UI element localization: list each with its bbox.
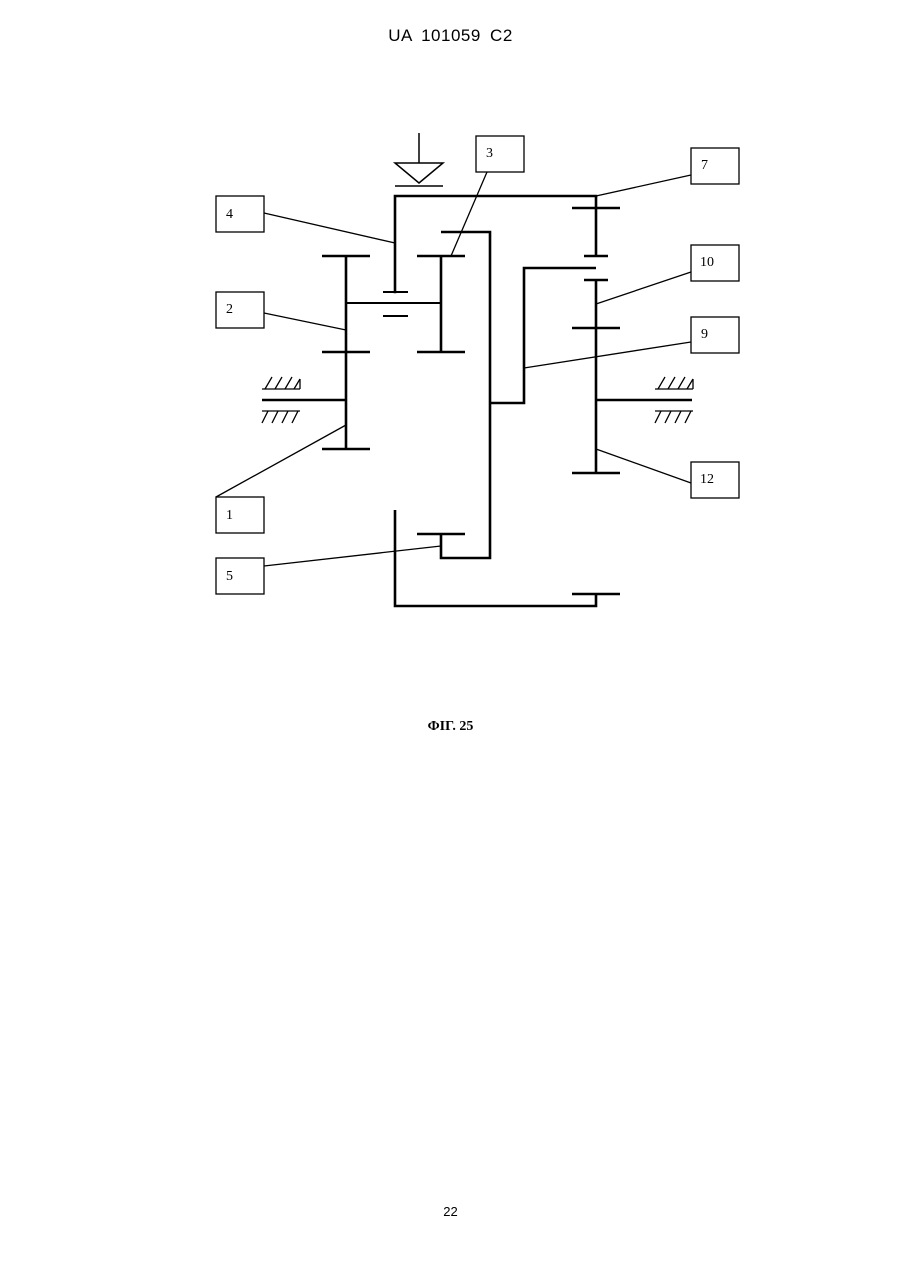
- leader-12: [596, 449, 691, 483]
- label-box-7: [691, 148, 739, 184]
- page-number: 22: [0, 1204, 901, 1219]
- label-4: 4: [226, 207, 233, 222]
- leader-3: [451, 172, 487, 256]
- label-9: 9: [701, 327, 708, 342]
- label-box-4: [216, 196, 264, 232]
- label-box-3: [476, 136, 524, 172]
- leader-10: [596, 272, 691, 304]
- gear-kinematic-diagram: 4 2 1 5 3 7 10 9 12: [0, 0, 901, 700]
- leader-5: [264, 546, 441, 566]
- label-12: 12: [700, 472, 714, 487]
- planet-shaft: [346, 292, 441, 316]
- label-box-9: [691, 317, 739, 353]
- input-arrow-icon: [395, 133, 443, 186]
- leader-7: [596, 175, 691, 196]
- label-box-1: [216, 497, 264, 533]
- label-box-5: [216, 558, 264, 594]
- leader-2: [264, 313, 346, 330]
- leader-9: [524, 342, 691, 368]
- label-2: 2: [226, 302, 233, 317]
- ring-member: [417, 232, 596, 558]
- carrier-5: [395, 510, 620, 606]
- leader-4: [264, 213, 395, 243]
- gear-2: [322, 256, 370, 449]
- label-box-2: [216, 292, 264, 328]
- label-10: 10: [700, 255, 714, 270]
- label-box-10: [691, 245, 739, 281]
- label-7: 7: [701, 158, 708, 173]
- label-5: 5: [226, 569, 233, 584]
- leader-1: [216, 425, 346, 497]
- carrier-4: [395, 196, 596, 292]
- label-box-12: [691, 462, 739, 498]
- gear-10-12: [572, 280, 620, 473]
- figure-caption: ФІГ. 25: [0, 719, 901, 735]
- label-3: 3: [486, 146, 493, 161]
- gear-7: [572, 196, 620, 256]
- label-1: 1: [226, 508, 233, 523]
